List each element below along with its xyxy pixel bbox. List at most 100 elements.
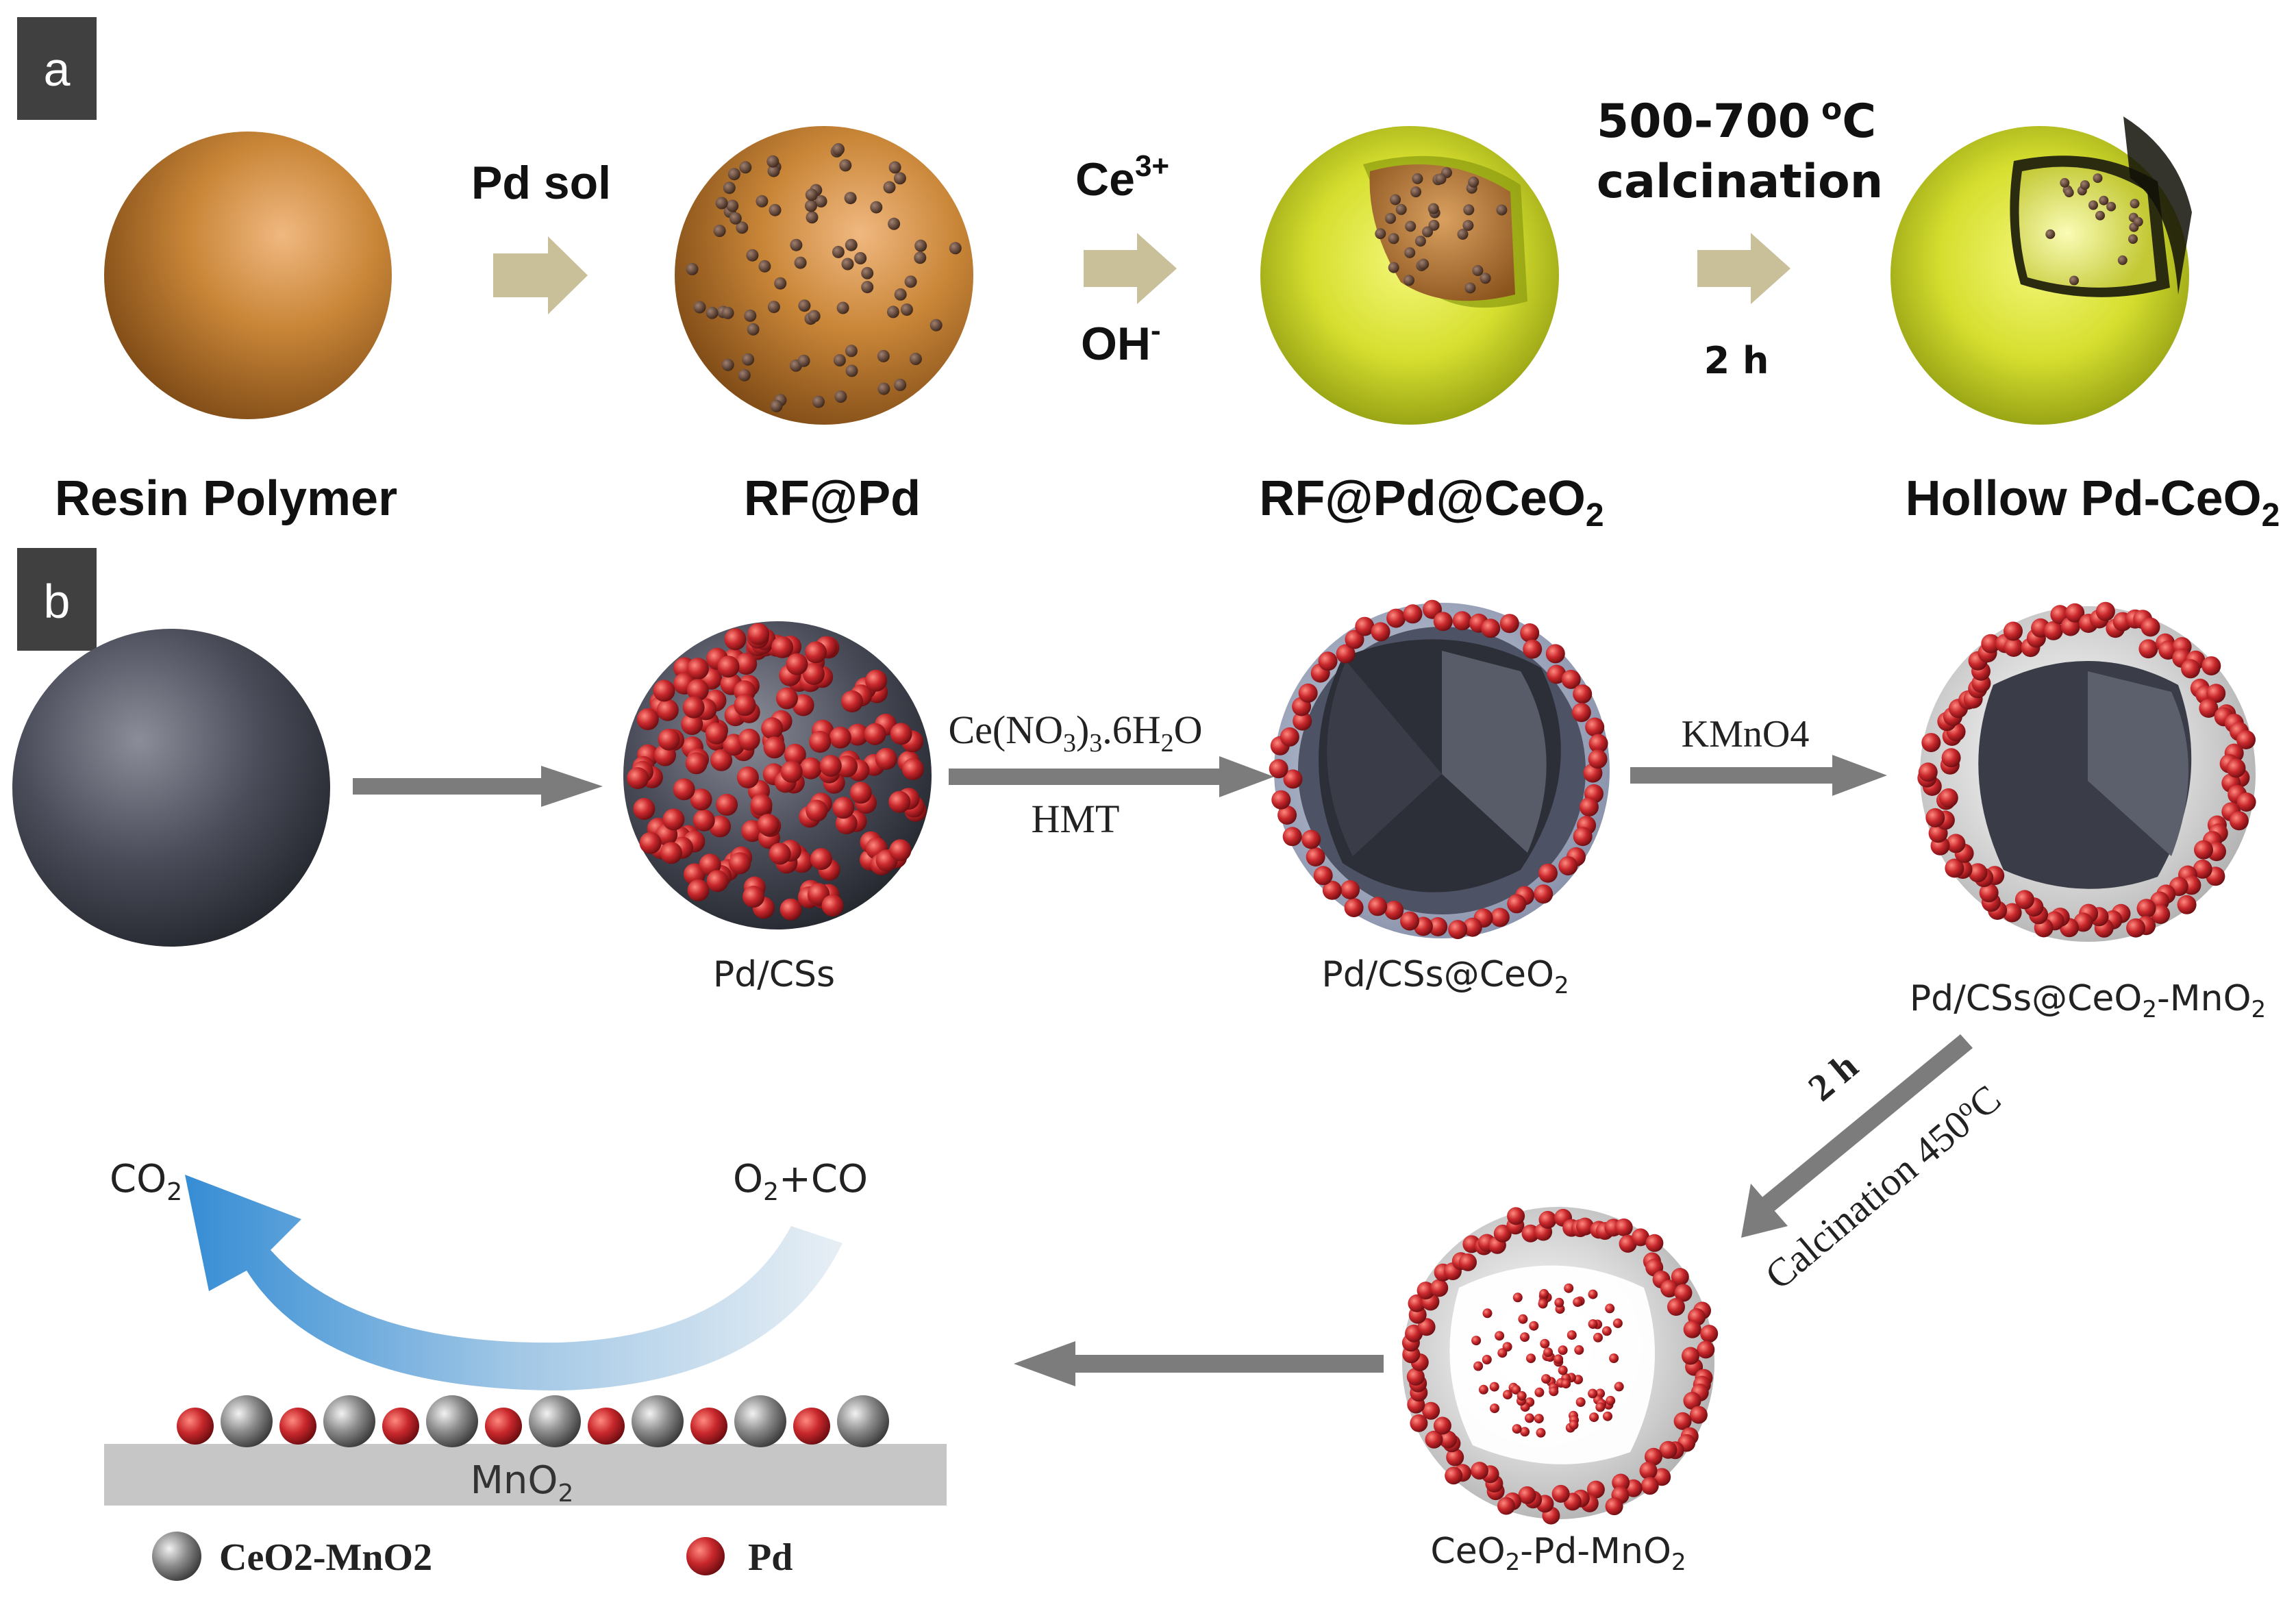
particle xyxy=(1410,186,1421,198)
particle xyxy=(2199,699,2219,718)
pd-css-ceo2-mno2-sphere xyxy=(1917,601,2256,942)
particle xyxy=(1558,1345,1568,1356)
particle xyxy=(929,319,943,332)
particle xyxy=(717,656,740,678)
particle xyxy=(1941,748,1961,768)
particle xyxy=(2177,895,2197,914)
particle xyxy=(1457,229,1469,240)
particle xyxy=(660,842,682,864)
arrow-b-step-1 xyxy=(353,766,603,807)
particle xyxy=(861,266,874,279)
particle xyxy=(2194,840,2213,860)
particle xyxy=(1417,1282,1435,1300)
particle xyxy=(1593,1332,1603,1343)
particle xyxy=(1445,1466,1463,1485)
surface-particles xyxy=(177,1395,889,1447)
particle xyxy=(1549,1386,1559,1397)
particle xyxy=(756,195,769,208)
particle xyxy=(1612,1473,1630,1492)
particle xyxy=(2206,684,2226,703)
particle xyxy=(2128,234,2138,244)
particle xyxy=(1689,1406,1708,1424)
particle xyxy=(767,164,780,177)
particle xyxy=(1534,1414,1544,1424)
particle xyxy=(886,305,899,319)
particle xyxy=(1462,917,1482,937)
particle xyxy=(877,382,890,395)
particle xyxy=(1700,1325,1719,1343)
particle xyxy=(864,723,886,745)
arrow-step-3 xyxy=(1697,233,1790,304)
particle xyxy=(2065,603,2085,623)
particle xyxy=(1293,711,1312,731)
particle xyxy=(1464,282,1476,294)
particle xyxy=(1558,1365,1568,1375)
particle xyxy=(682,696,705,719)
particle xyxy=(1340,880,1360,899)
particle xyxy=(1512,1424,1522,1434)
particle xyxy=(1588,1289,1598,1299)
label-pd-css-ceo2: Pd/CSs@CeO2 xyxy=(1321,954,1569,999)
particle xyxy=(1697,1340,1715,1359)
particle xyxy=(819,755,842,777)
particle xyxy=(799,757,822,779)
particle xyxy=(2014,890,2034,910)
particle xyxy=(736,221,749,234)
particle xyxy=(744,309,757,322)
particle xyxy=(1520,623,1540,642)
particle xyxy=(805,199,817,212)
particle xyxy=(692,809,715,832)
particle xyxy=(1536,1427,1546,1438)
step2-reagent-bottom: HMT xyxy=(1032,797,1120,841)
particle xyxy=(723,182,736,195)
particle xyxy=(1925,808,1945,827)
particle xyxy=(2181,659,2201,679)
particle xyxy=(1480,273,1491,284)
particle xyxy=(1368,897,1388,916)
particle xyxy=(662,808,685,831)
particle xyxy=(1507,894,1527,914)
particle xyxy=(1427,203,1439,214)
pd-particle xyxy=(485,1408,522,1445)
step2-reagent-top: Ce(NO3)3.6H2O xyxy=(948,708,1202,758)
particle xyxy=(1433,612,1453,632)
legend-grey-marker xyxy=(152,1532,201,1581)
particle xyxy=(1403,275,1414,286)
particle xyxy=(1605,1303,1615,1314)
particle xyxy=(716,794,738,816)
particle xyxy=(1269,759,1288,779)
particle xyxy=(1946,834,1966,853)
particle xyxy=(690,788,712,811)
particle xyxy=(1614,1382,1624,1392)
ceo2-mno2-particle xyxy=(529,1395,581,1447)
particle xyxy=(847,723,869,746)
panel-b: b Pd/CSs Ce(NO3)3.6H2O HMT xyxy=(12,548,2266,1581)
label-pd-css: Pd/CSs xyxy=(713,954,835,995)
particle xyxy=(746,249,759,262)
particle xyxy=(721,306,734,319)
particle xyxy=(1414,236,1426,247)
particle xyxy=(1298,683,1318,703)
panel-b-tag: b xyxy=(44,575,71,628)
particle xyxy=(1435,173,1447,185)
particle xyxy=(1468,176,1480,188)
particle xyxy=(721,358,734,371)
pd-particle xyxy=(177,1408,214,1445)
particle xyxy=(1277,806,1297,825)
arrow-b-step-3 xyxy=(1630,755,1887,796)
particle xyxy=(1507,1207,1525,1225)
particle xyxy=(687,879,710,901)
particle xyxy=(1645,1447,1662,1466)
particle xyxy=(1538,1210,1557,1229)
particle xyxy=(2060,177,2070,188)
particle xyxy=(2141,617,2160,637)
particle xyxy=(1938,788,1958,808)
ceo2-mno2-particle xyxy=(323,1395,375,1447)
particle xyxy=(2117,255,2127,265)
particle xyxy=(832,143,845,155)
particle xyxy=(1538,863,1558,883)
ceo2-mno2-particle xyxy=(426,1395,478,1447)
particle xyxy=(1567,1330,1577,1340)
